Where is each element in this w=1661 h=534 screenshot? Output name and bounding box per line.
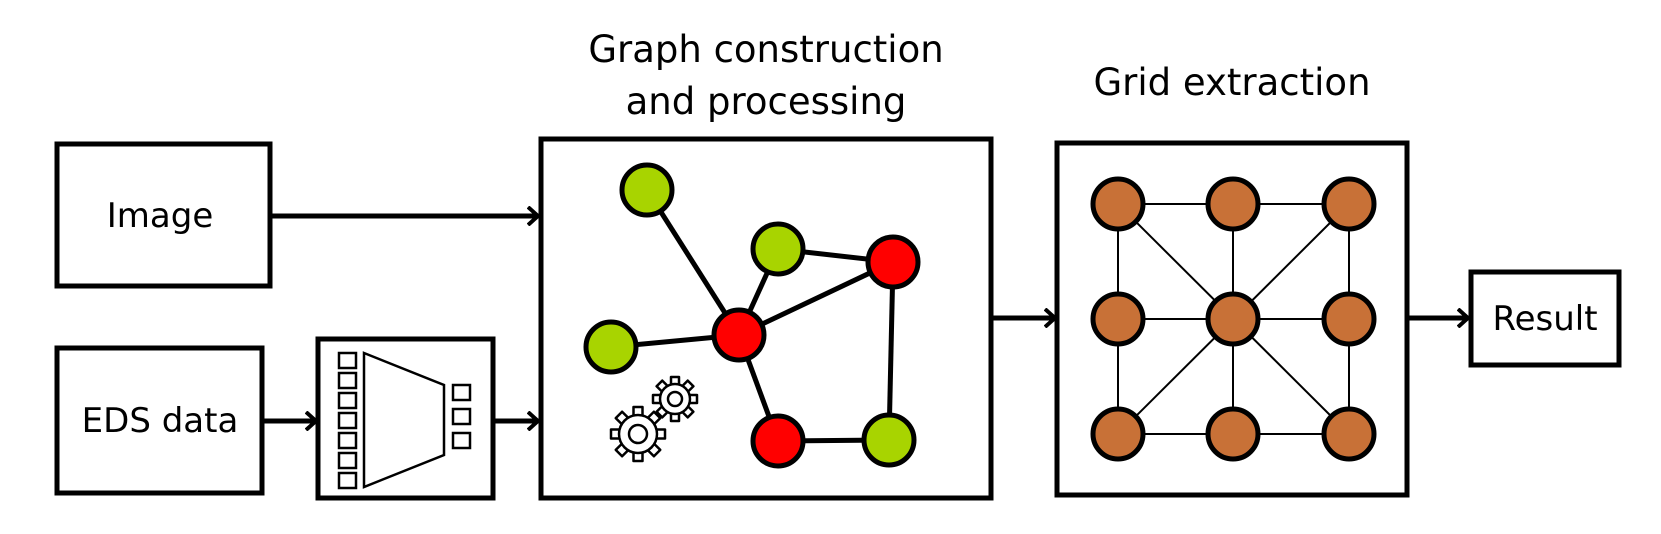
grid-node <box>1321 176 1377 232</box>
graph-node <box>583 319 639 375</box>
encoder-icon <box>315 336 496 501</box>
grid-node <box>1090 406 1146 462</box>
graph-node <box>861 412 917 468</box>
grid-node <box>1321 406 1377 462</box>
result-box: Result <box>1468 269 1622 368</box>
grid-node <box>1205 291 1261 347</box>
grid-node <box>1321 291 1377 347</box>
grid-nodes <box>1090 176 1377 462</box>
graph-node <box>865 234 921 290</box>
graph-stage-title-line2: and processing <box>626 80 907 123</box>
image-box: Image <box>54 141 273 289</box>
grid-node <box>1205 406 1261 462</box>
eds-data-box: EDS data <box>54 345 265 496</box>
grid-stage-title: Grid extraction <box>1093 61 1370 104</box>
eds-data-label: EDS data <box>82 401 239 441</box>
grid-node <box>1205 176 1261 232</box>
graph-node <box>750 413 806 469</box>
gears-icon <box>609 375 699 463</box>
graph-stage: Graph construction and processing <box>538 28 994 501</box>
graph-node <box>711 307 767 363</box>
grid-node <box>1090 176 1146 232</box>
graph-stage-title-line1: Graph construction <box>588 28 943 71</box>
graph-node <box>619 162 675 218</box>
graph-node <box>750 221 806 277</box>
result-label: Result <box>1492 299 1597 339</box>
grid-stage: Grid extraction <box>1054 61 1410 498</box>
grid-node <box>1090 291 1146 347</box>
graph-nodes <box>583 162 921 469</box>
image-label: Image <box>107 196 213 236</box>
